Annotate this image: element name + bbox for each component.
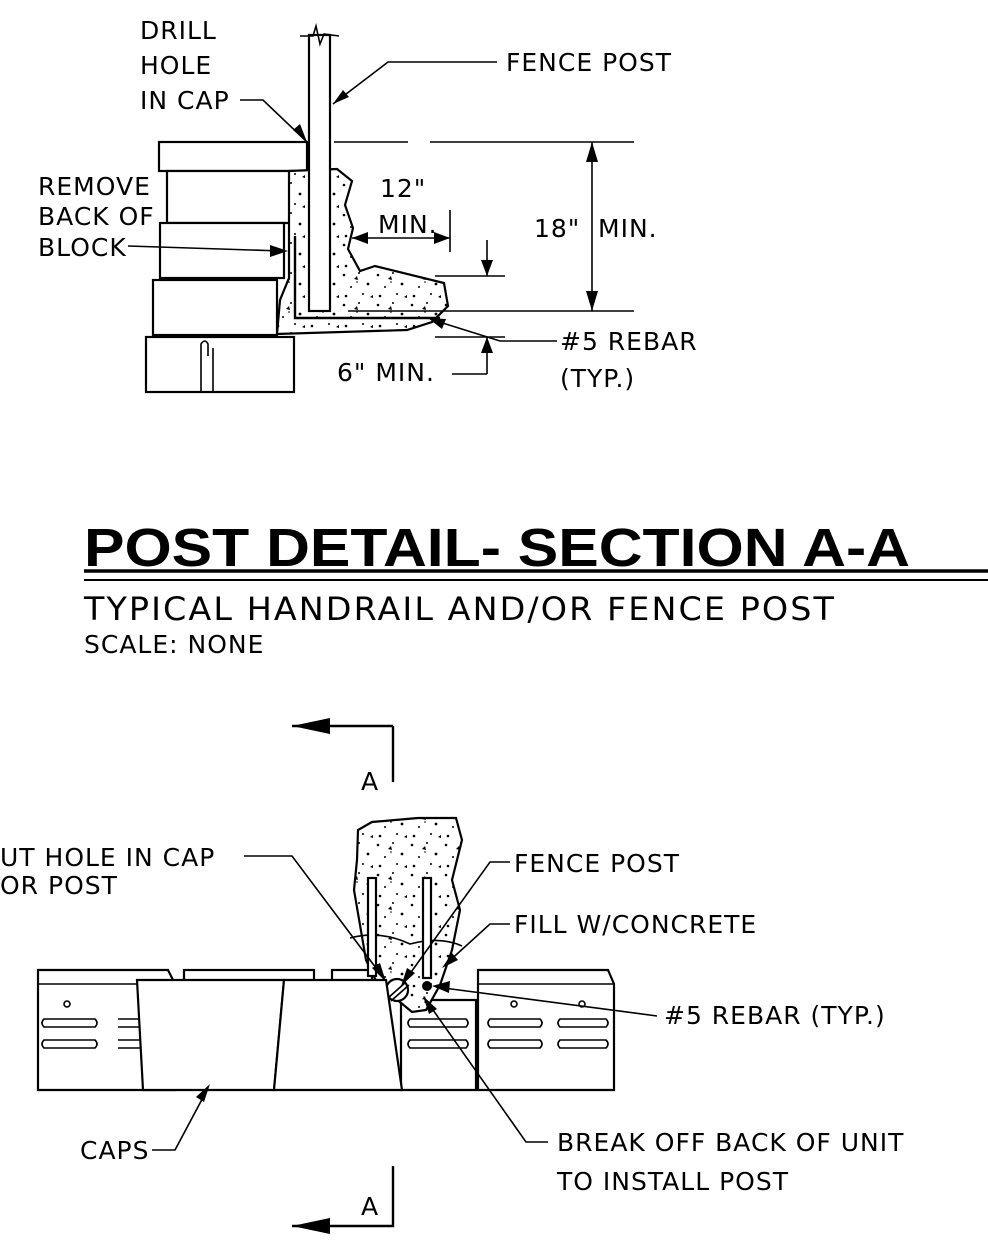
plan-view: A A	[0, 718, 904, 1234]
title-block: POST DETAIL- SECTION A-A TYPICAL HANDRAI…	[83, 518, 988, 659]
section-marker-top: A	[361, 767, 379, 796]
wall-unit-3	[476, 968, 616, 1092]
rebar-label-2: (TYP.)	[560, 364, 635, 393]
remove-back-label-3: BLOCK	[38, 233, 127, 262]
plan-rebar-label: #5 REBAR (TYP.)	[664, 1001, 886, 1030]
cap-block	[157, 140, 309, 173]
dim-12-min: MIN.	[378, 210, 438, 239]
fence-post-label: FENCE POST	[506, 48, 672, 77]
wall-block-1	[165, 169, 293, 225]
wall-block-3	[151, 278, 279, 337]
detail-title: POST DETAIL- SECTION A-A	[84, 518, 910, 578]
plan-fence-post-label: FENCE POST	[514, 849, 680, 878]
wall-unit-2	[399, 998, 478, 1092]
caps-label: CAPS	[80, 1136, 150, 1165]
remove-back-label-2: BACK OF	[38, 202, 155, 231]
dim-6-label: 6" MIN.	[337, 358, 435, 387]
cap-left	[135, 978, 286, 1092]
section-marker-bottom: A	[361, 1192, 379, 1221]
drill-hole-label-3: IN CAP	[140, 86, 230, 115]
post-break-line	[300, 22, 340, 47]
base-block-slot	[200, 340, 214, 392]
section-view: DRILL HOLE IN CAP FENCE POST REMOVE BACK…	[38, 16, 698, 394]
cut-hole-label-1: UT HOLE IN CAP	[0, 843, 215, 872]
rebar-label-1: #5 REBAR	[560, 327, 698, 356]
detail-subtitle: TYPICAL HANDRAIL AND/OR FENCE POST	[83, 590, 836, 628]
dim-18-value: 18"	[534, 214, 580, 243]
dim-12-value: 12"	[380, 174, 426, 203]
rebar-bend	[293, 236, 440, 320]
break-off-label-2: TO INSTALL POST	[556, 1167, 789, 1196]
remove-back-label-1: REMOVE	[38, 172, 151, 201]
base-block	[144, 335, 296, 394]
fill-concrete-label: FILL W/CONCRETE	[514, 910, 757, 939]
dim-18-min: MIN.	[598, 214, 658, 243]
drill-hole-label-1: DRILL	[140, 16, 217, 45]
drill-hole-label-2: HOLE	[140, 51, 212, 80]
cut-hole-label-2: OR POST	[0, 871, 118, 900]
break-off-label-1: BREAK OFF BACK OF UNIT	[557, 1128, 904, 1157]
fence-post	[307, 33, 332, 313]
detail-scale: SCALE: NONE	[84, 630, 264, 659]
cap-right	[272, 978, 404, 1092]
